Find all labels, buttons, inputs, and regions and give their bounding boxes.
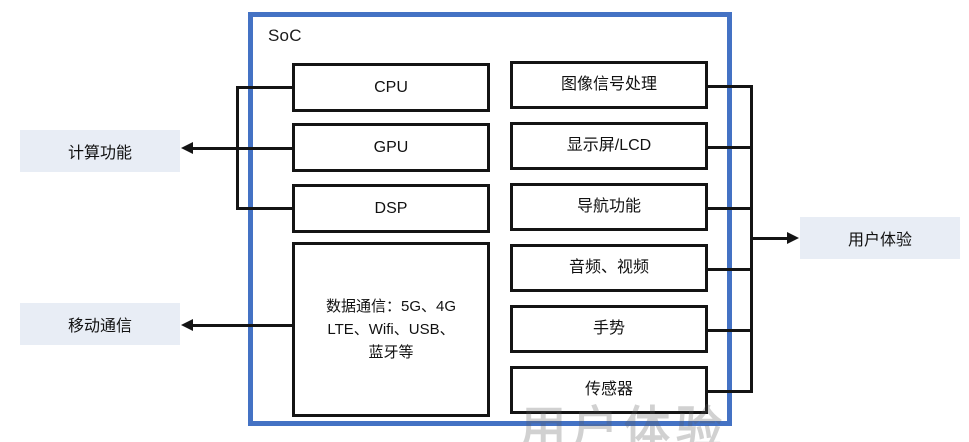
connector-gpu-stub [236,147,294,150]
block-data-communication[interactable]: 数据通信：5G、4G LTE、Wifi、USB、 蓝牙等 [292,242,490,417]
data-comm-line-3: 蓝牙等 [368,344,414,362]
soc-label: SoC [268,26,302,45]
connector-navigation-stub [706,207,753,210]
block-image-signal-processing[interactable]: 图像信号处理 [510,61,708,109]
connector-gesture-stub [706,329,753,332]
connector-cpu-stub [236,86,294,89]
connector-isp-stub [706,85,753,88]
connector-audio-video-stub [706,268,753,271]
block-gpu[interactable]: GPU [292,123,490,172]
arrow-to-user-experience [750,232,799,244]
data-comm-line-1: 数据通信：5G、4G [325,297,457,315]
connector-sensor-stub [706,390,753,393]
side-label-mobile-communication[interactable]: 移动通信 [20,303,180,345]
connector-dsp-stub [236,207,294,210]
side-label-computing-function[interactable]: 计算功能 [20,130,180,172]
block-cpu[interactable]: CPU [292,63,490,112]
arrow-to-mobile-communication [181,319,294,331]
block-display-lcd[interactable]: 显示屏/LCD [510,122,708,170]
block-audio-video[interactable]: 音频、视频 [510,244,708,292]
arrow-to-computing-function [181,142,238,154]
block-dsp[interactable]: DSP [292,184,490,233]
block-navigation[interactable]: 导航功能 [510,183,708,231]
block-sensor[interactable]: 传感器 [510,366,708,414]
connector-display-stub [706,146,753,149]
block-gesture[interactable]: 手势 [510,305,708,353]
side-label-user-experience[interactable]: 用户体验 [800,217,960,259]
data-comm-line-2: LTE、Wifi、USB、 [327,320,455,338]
